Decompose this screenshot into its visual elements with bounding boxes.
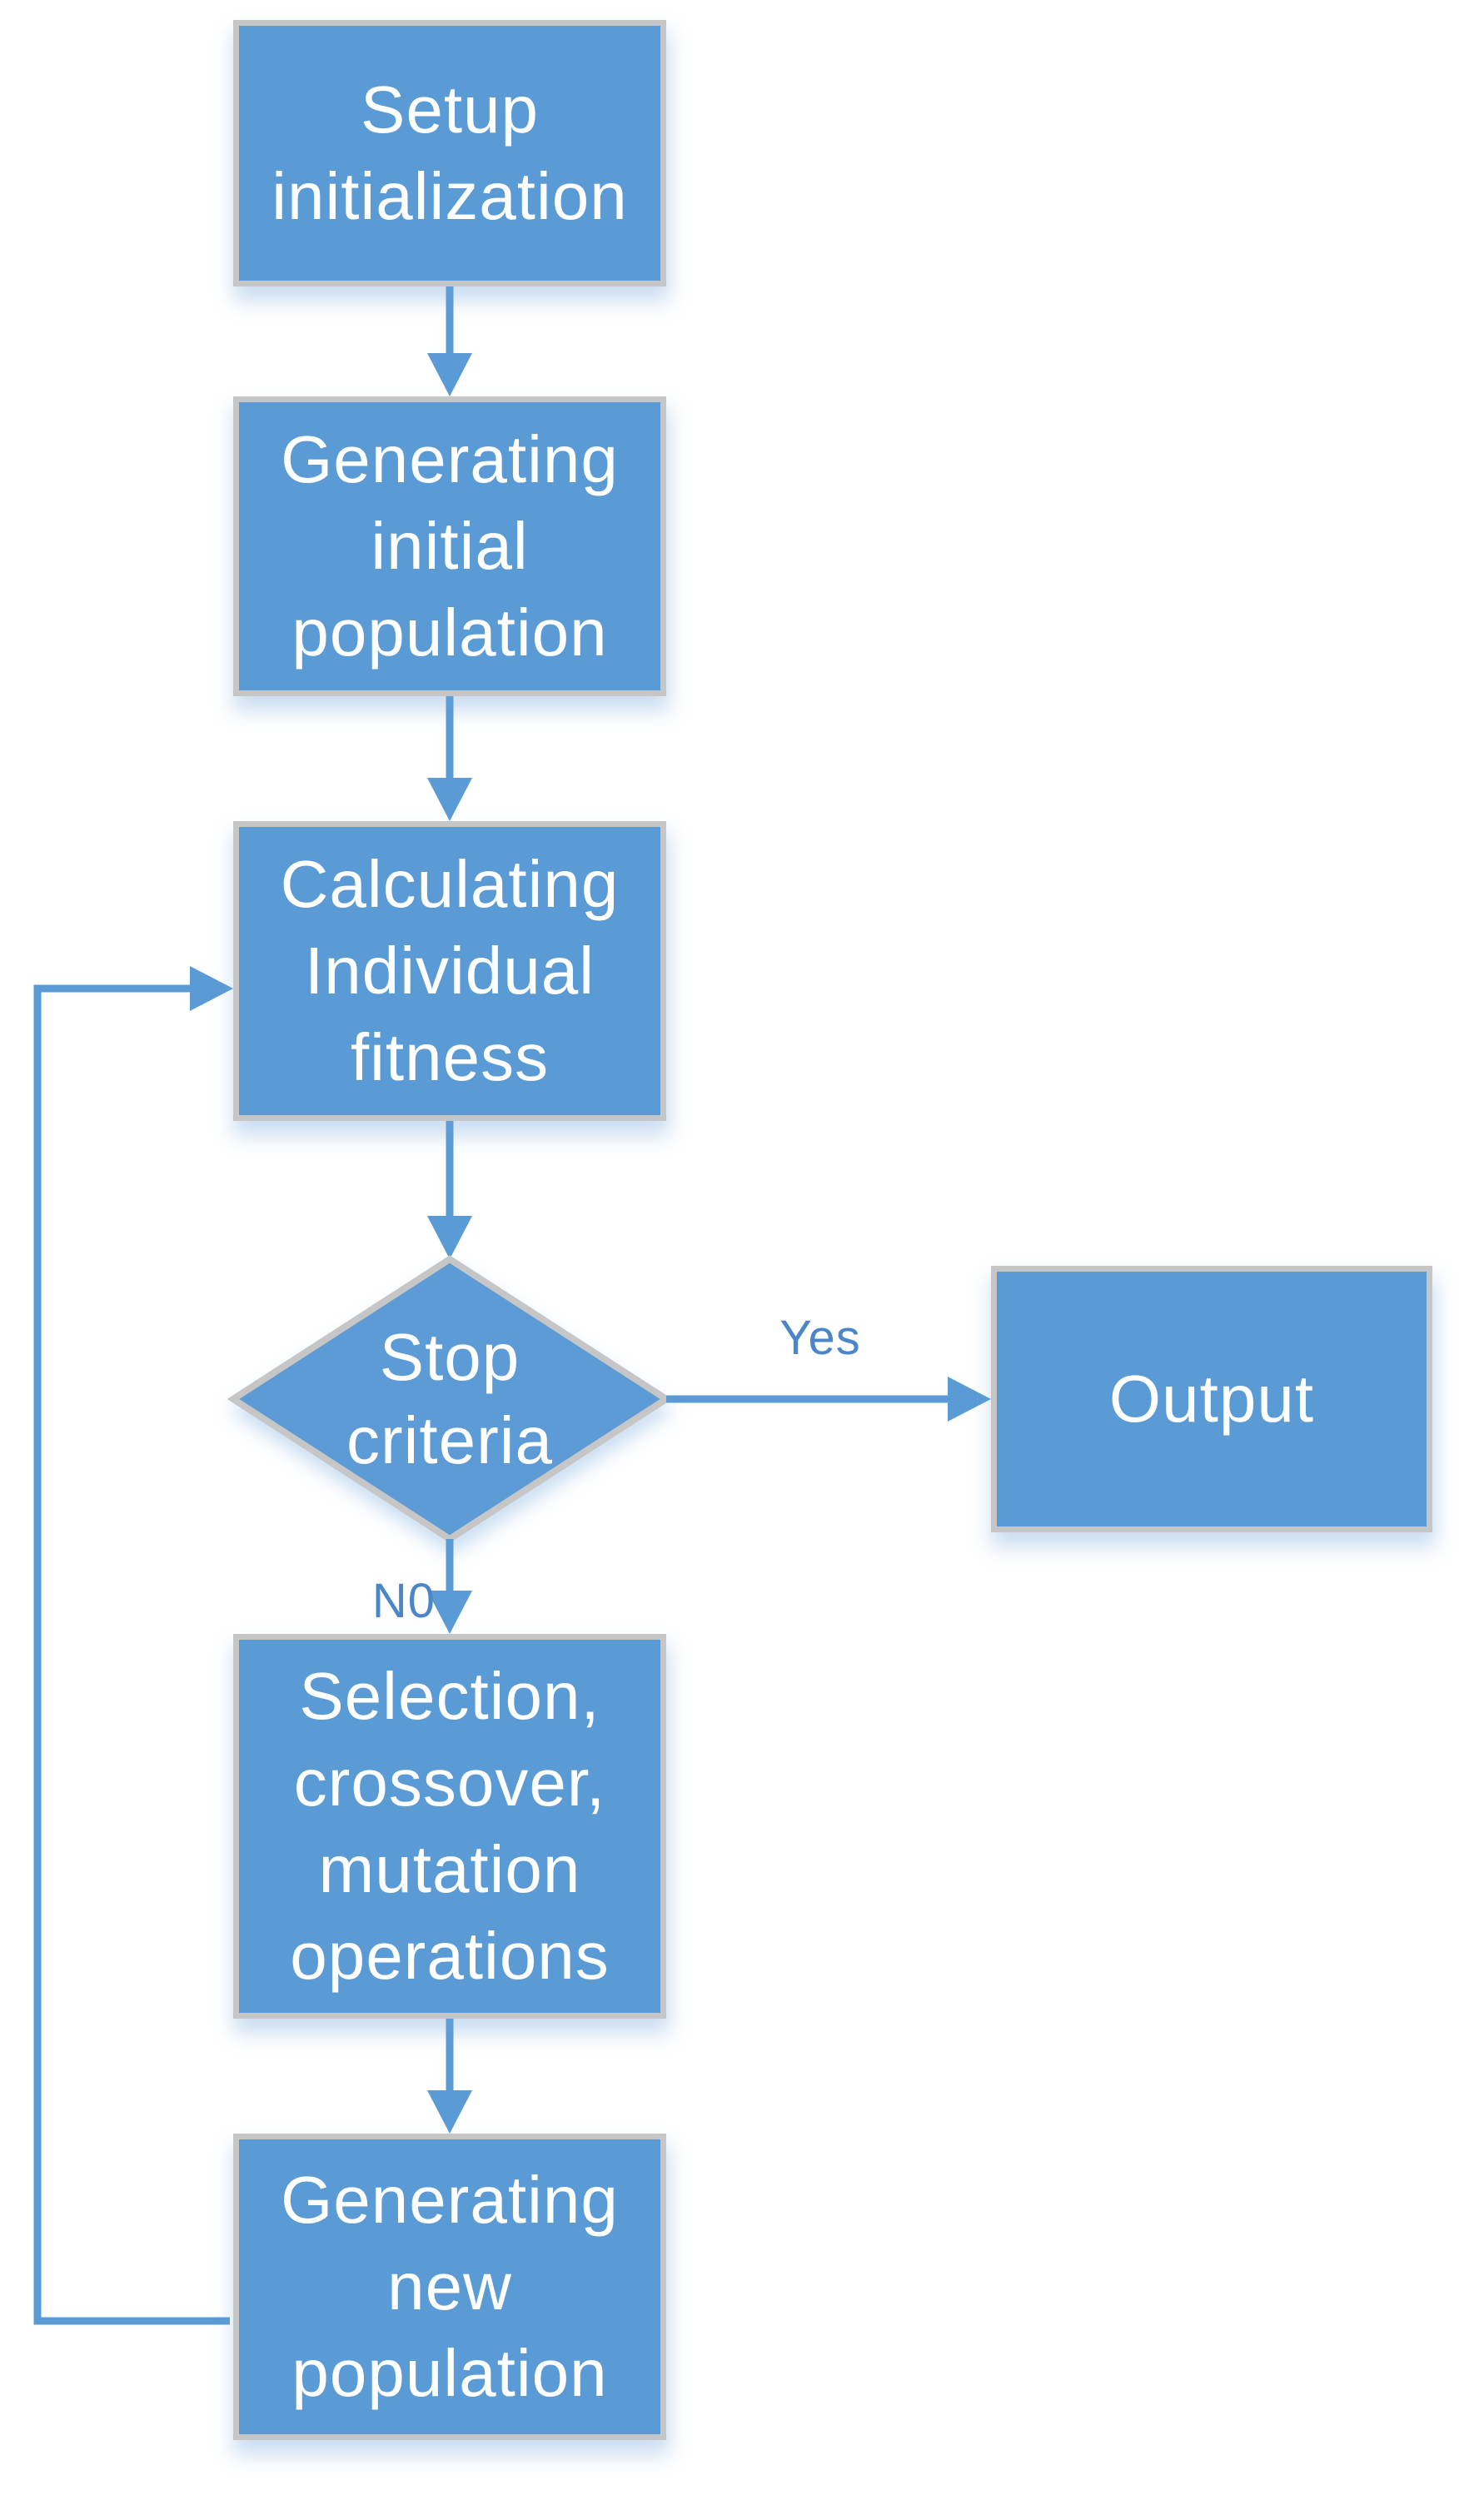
node-setup-initialization: Setup initialization: [233, 20, 666, 286]
node-selection-crossover-mutation: Selection, crossover, mutation operation…: [233, 1634, 666, 2019]
node-setup-initialization-label: Setup initialization: [271, 72, 628, 233]
node-generating-initial-population: Generating initial population: [233, 396, 666, 696]
arrowhead-initial-to-fitness: [427, 778, 472, 821]
node-calculating-individual-fitness: Calculating Individual fitness: [233, 821, 666, 1121]
node-selection-crossover-mutation-label: Selection, crossover, mutation operation…: [290, 1659, 610, 1993]
arrowhead-stop-to-selection: [427, 1591, 472, 1634]
arrowhead-loopback: [190, 966, 233, 1011]
node-generating-initial-population-label: Generating initial population: [281, 422, 619, 670]
node-calculating-individual-fitness-label: Calculating Individual fitness: [280, 847, 620, 1094]
arrowhead-selection-to-newpop: [427, 2090, 472, 2134]
edge-label-yes: Yes: [779, 1311, 861, 1365]
node-generating-new-population: Generating new population: [233, 2134, 666, 2440]
arrowhead-stop-to-output: [948, 1377, 991, 1422]
connector-loopback: [33, 984, 230, 2325]
node-generating-new-population-label: Generating new population: [281, 2163, 619, 2410]
decision-stop-criteria-shape: [227, 1255, 673, 1543]
node-output: Output: [991, 1266, 1432, 1532]
node-output-label: Output: [1108, 1362, 1315, 1436]
edge-label-no: N0: [371, 1574, 436, 1628]
arrowhead-fitness-to-stop: [427, 1216, 472, 1259]
arrowhead-setup-to-initial: [427, 353, 472, 396]
